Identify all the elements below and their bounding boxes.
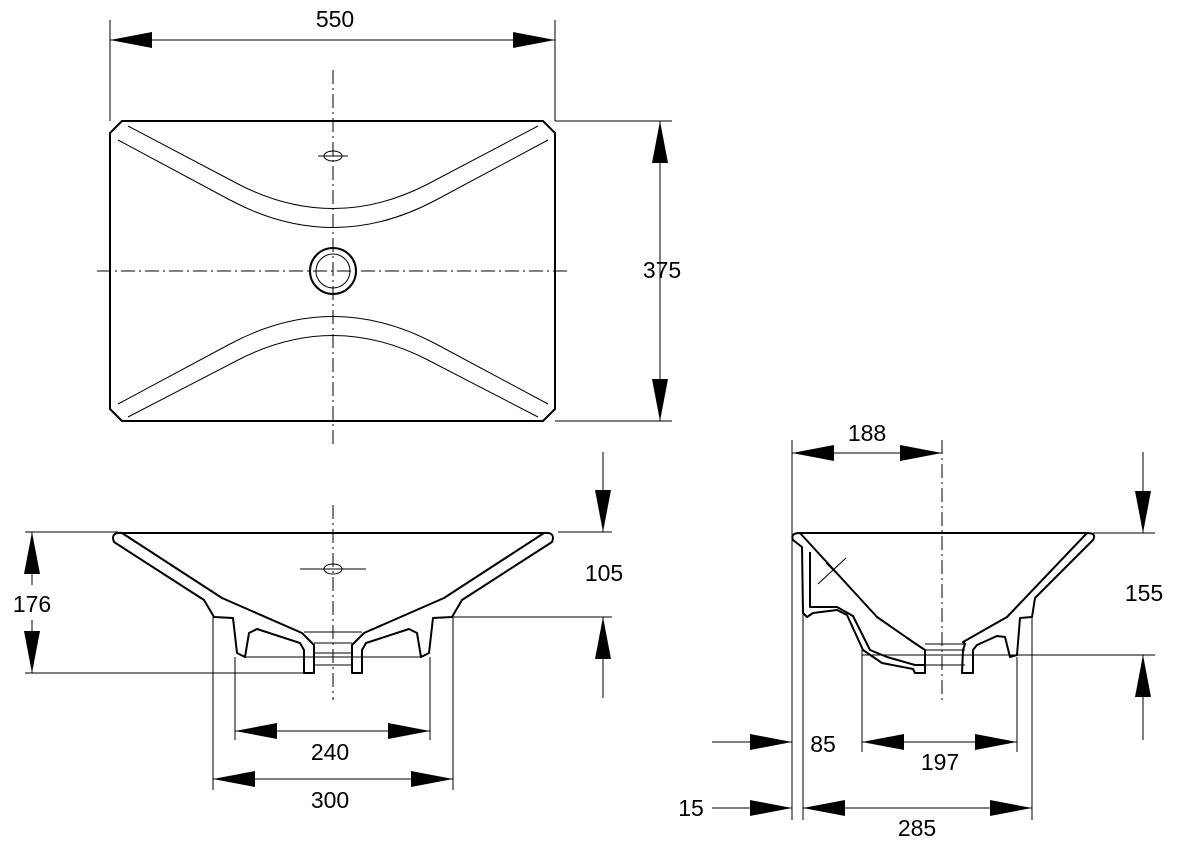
- top-view: 550 375: [97, 6, 681, 446]
- basin-section-left: [112, 531, 315, 674]
- basin-section-side-right: [961, 532, 1096, 674]
- front-view: 176 105 240 300: [13, 452, 623, 813]
- dimension-side-height-label: 155: [1125, 580, 1163, 606]
- basin-section-side-left: [791, 532, 926, 674]
- basin-cavity: [809, 552, 925, 666]
- dimension-base-inner-label: 240: [311, 739, 349, 765]
- dimension-side-base-inner-label: 197: [921, 749, 959, 775]
- basin-section-right: [351, 531, 554, 674]
- dimension-depth-label: 375: [643, 257, 681, 283]
- dimension-15-label: 15: [678, 795, 704, 821]
- basin-outline-top: [109, 120, 556, 422]
- dimension-base-outer-label: 300: [311, 787, 349, 813]
- dimension-width-label: 550: [316, 6, 354, 32]
- dimension-side-base-outer-label: 285: [898, 815, 936, 841]
- dimension-total-height-label: 176: [13, 591, 51, 617]
- side-view: 188 155 85 197 15 285: [678, 420, 1163, 841]
- dimension-drain-offset-label: 188: [848, 420, 886, 446]
- dimension-85-label: 85: [810, 731, 836, 757]
- dimension-basin-height-label: 105: [585, 560, 623, 586]
